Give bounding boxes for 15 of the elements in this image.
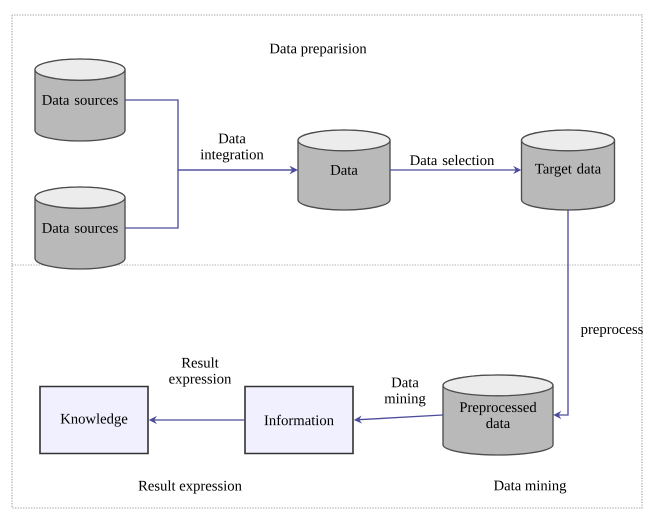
database-cylinder: Preprocessed data (442, 374, 554, 456)
stage-label: Data preparision (270, 44, 366, 56)
database-cylinder: Data sources (34, 186, 126, 270)
stage-label: Result expression (138, 480, 242, 494)
database-cylinder: Data sources (34, 58, 126, 142)
database-cylinder: Target data (520, 129, 616, 211)
process-box: Information (244, 386, 354, 454)
stage-label: Data mining (494, 480, 566, 494)
database-cylinder: Data (297, 129, 391, 211)
edge-label: Data selection (410, 154, 494, 166)
process-box: Knowledge (39, 386, 149, 454)
edge-label: Result expression (169, 357, 232, 387)
edge-label: Data mining (384, 378, 426, 406)
edge-label: Data integration (200, 134, 264, 162)
edge-label: preprocess (580, 327, 643, 337)
